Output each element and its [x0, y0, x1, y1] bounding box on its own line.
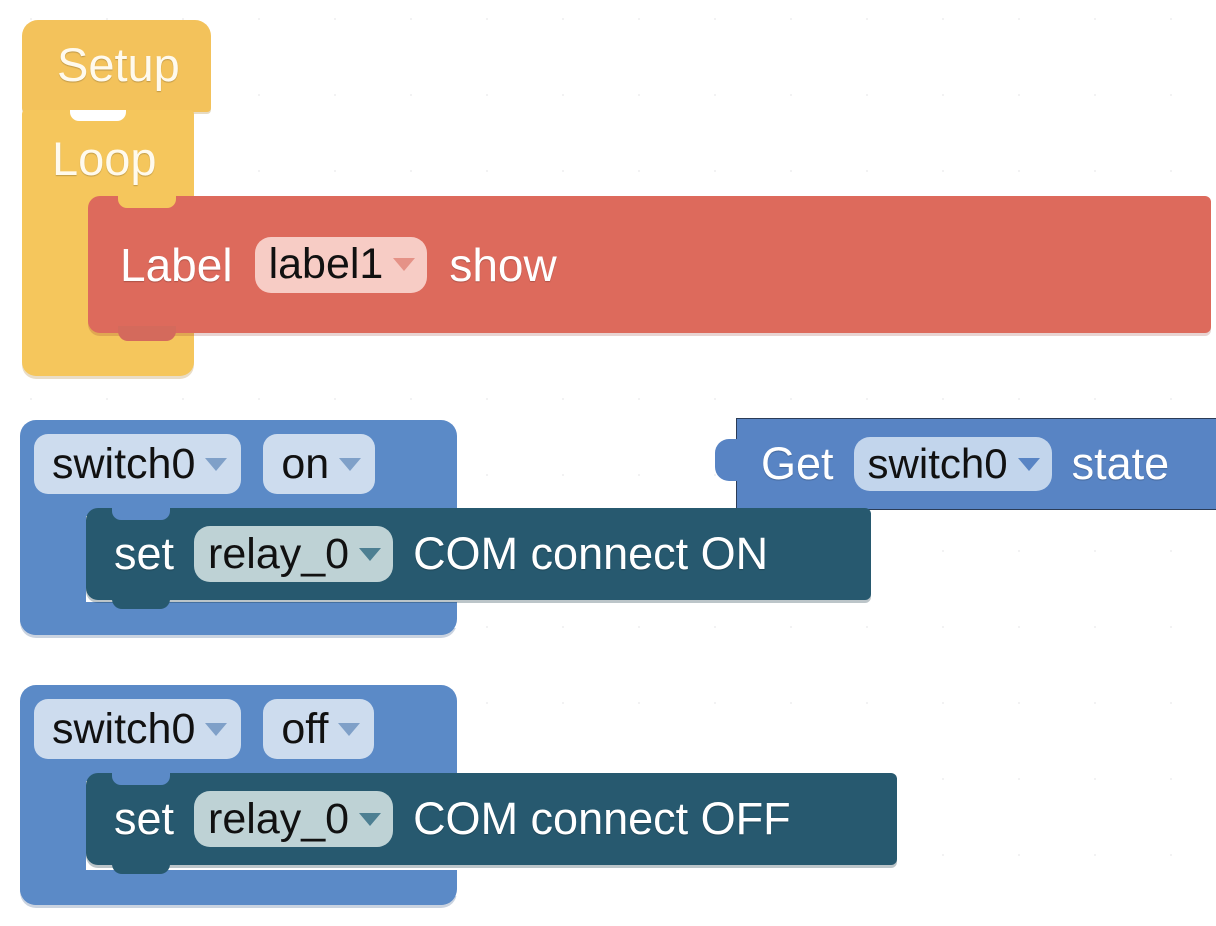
chevron-down-icon: [359, 547, 382, 561]
set-relay-on-bottom-connector: [112, 594, 170, 609]
setup-block[interactable]: Setup: [22, 20, 211, 123]
chevron-down-icon: [339, 457, 362, 471]
loop-top-connector: [70, 110, 126, 121]
label-block-top-connector: [118, 196, 176, 208]
get-component-dropdown[interactable]: switch0: [853, 437, 1052, 491]
label-block-suffix: show: [449, 238, 557, 291]
event-on-component-dropdown[interactable]: switch0: [34, 434, 242, 494]
get-block-prefix: Get: [761, 438, 834, 489]
set-relay-off-prefix: set: [114, 793, 175, 844]
event-on-bottom-arm: [20, 602, 457, 635]
label-name-value: label1: [268, 240, 384, 288]
chevron-down-icon: [205, 457, 228, 471]
event-on-state-value: on: [281, 439, 330, 488]
label-block-prefix: Label: [120, 238, 233, 291]
get-state-block[interactable]: Get switch0 state: [715, 418, 1216, 510]
set-relay-off-bottom-connector: [112, 859, 170, 874]
loop-top-arm: [22, 110, 194, 206]
event-on-component-value: switch0: [52, 439, 196, 488]
get-block-suffix: state: [1071, 438, 1170, 489]
set-relay-on-dropdown[interactable]: relay_0: [194, 526, 394, 582]
set-relay-on-prefix: set: [114, 528, 175, 579]
get-component-value: switch0: [867, 440, 1008, 487]
label-value-socket: [712, 248, 734, 288]
label-block-bottom-connector: [118, 326, 176, 341]
chevron-down-icon: [393, 258, 416, 271]
event-off-bottom-arm: [20, 870, 457, 905]
chevron-down-icon: [338, 722, 361, 736]
label-show-block[interactable]: Label label1 show Get switch0 state: [88, 196, 1216, 510]
set-relay-off-dropdown[interactable]: relay_0: [194, 791, 394, 847]
setup-block-label: Setup: [57, 38, 180, 91]
label-name-dropdown[interactable]: label1: [254, 236, 428, 293]
set-relay-on-block[interactable]: set relay_0 COM connect ON: [86, 508, 871, 609]
event-off-component-dropdown[interactable]: switch0: [34, 699, 242, 759]
chevron-down-icon: [359, 812, 382, 826]
chevron-down-icon: [1017, 457, 1040, 471]
label-block-row: Label label1 show: [120, 196, 557, 333]
event-off-state-value: off: [281, 704, 329, 753]
set-relay-off-row: set relay_0 COM connect OFF: [114, 773, 791, 865]
event-off-header: switch0 off: [34, 699, 375, 759]
get-block-output-plug: [715, 439, 739, 481]
set-relay-on-row: set relay_0 COM connect ON: [114, 508, 768, 600]
chevron-down-icon: [205, 722, 228, 736]
event-on-state-dropdown[interactable]: on: [263, 434, 376, 494]
set-relay-on-suffix: COM connect ON: [413, 528, 769, 579]
event-off-state-dropdown[interactable]: off: [263, 699, 375, 759]
get-block-row: Get switch0 state: [761, 419, 1169, 509]
event-off-component-value: switch0: [52, 704, 196, 753]
set-relay-on-value: relay_0: [208, 529, 350, 578]
set-relay-off-top-connector: [112, 773, 170, 785]
event-on-header: switch0 on: [34, 434, 376, 494]
set-relay-off-block[interactable]: set relay_0 COM connect OFF: [86, 773, 897, 874]
loop-block-label: Loop: [52, 132, 157, 185]
set-relay-off-suffix: COM connect OFF: [413, 793, 791, 844]
set-relay-off-value: relay_0: [208, 794, 350, 843]
set-relay-on-top-connector: [112, 508, 170, 520]
